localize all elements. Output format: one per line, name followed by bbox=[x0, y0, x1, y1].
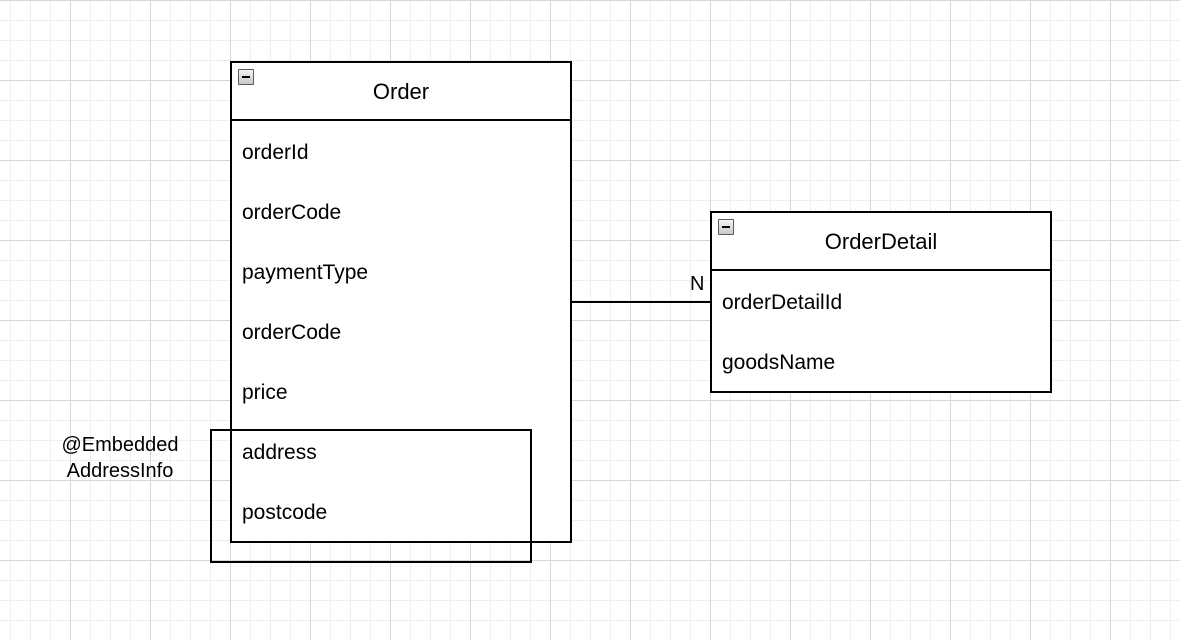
embedded-label: @Embedded AddressInfo bbox=[50, 432, 190, 484]
order-entity-header: Order bbox=[232, 63, 570, 121]
order-attr-orderCode-2: orderCode bbox=[242, 321, 342, 344]
order-attr-orderId: orderId bbox=[242, 141, 309, 164]
order-attr-address: address bbox=[242, 441, 317, 464]
orderdetail-attr-goodsName: goodsName bbox=[722, 351, 836, 374]
relationship-cardinality: N bbox=[690, 273, 705, 295]
order-attr-orderCode: orderCode bbox=[242, 201, 342, 224]
orderdetail-entity[interactable]: OrderDetail orderDetailId goodsName bbox=[710, 211, 1052, 393]
collapse-icon[interactable] bbox=[718, 219, 734, 235]
relationship-line[interactable] bbox=[571, 301, 712, 303]
embedded-annotation: @Embedded bbox=[61, 434, 179, 456]
embedded-addressinfo-box-outline bbox=[210, 429, 532, 563]
collapse-icon[interactable] bbox=[238, 69, 254, 85]
order-attr-postcode: postcode bbox=[242, 501, 328, 524]
orderdetail-entity-title: OrderDetail bbox=[824, 229, 938, 254]
orderdetail-entity-header: OrderDetail bbox=[712, 213, 1050, 271]
embedded-class-name: AddressInfo bbox=[66, 460, 174, 482]
orderdetail-attr-orderDetailId: orderDetailId bbox=[722, 291, 843, 314]
order-attr-price: price bbox=[242, 381, 288, 404]
order-attr-paymentType: paymentType bbox=[242, 261, 369, 284]
order-entity-title: Order bbox=[372, 79, 430, 104]
order-entity[interactable]: Order orderId orderCode paymentType orde… bbox=[230, 61, 572, 543]
